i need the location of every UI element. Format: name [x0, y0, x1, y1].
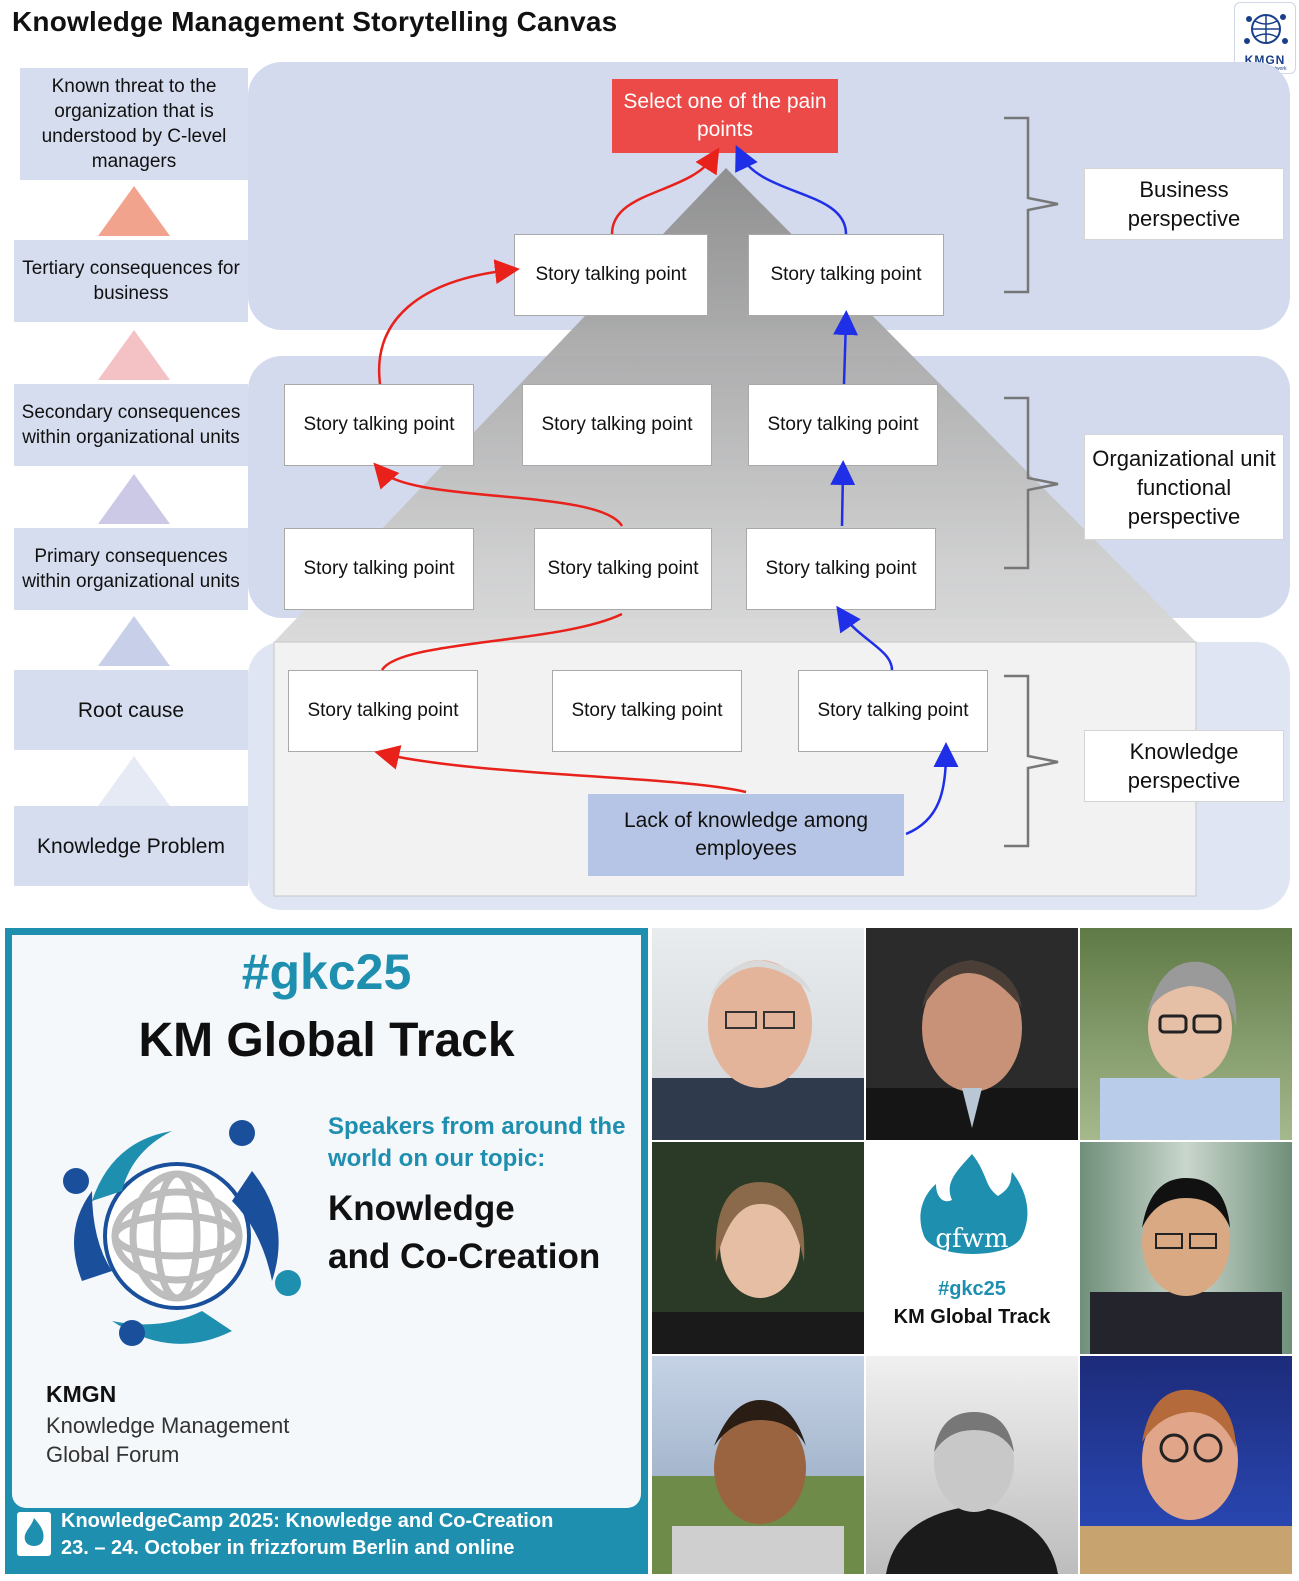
- speaker-photo: [1080, 928, 1292, 1140]
- speaker-photo: [1080, 1142, 1292, 1354]
- level-triangle: [98, 186, 170, 236]
- flame-icon: [24, 1518, 44, 1546]
- story-point: Story talking point: [284, 528, 474, 610]
- gfwm-logo-text: gfwm: [935, 1224, 1009, 1254]
- story-point: Story talking point: [522, 384, 712, 466]
- story-point: Story talking point: [748, 234, 944, 316]
- banner-panel: #gkc25 KM Global Track Speakers from aro…: [12, 935, 641, 1508]
- story-point: Story talking point: [552, 670, 742, 752]
- story-point: Story talking point: [798, 670, 988, 752]
- story-point: Story talking point: [514, 234, 708, 316]
- globe-icon: [1244, 14, 1288, 44]
- banner-org-short: KMGN: [46, 1381, 117, 1407]
- story-point: Story talking point: [284, 384, 474, 466]
- story-point: Story talking point: [534, 528, 712, 610]
- level-root-cause: Root cause: [14, 670, 248, 750]
- speaker-portrait: [1090, 1178, 1282, 1354]
- level-triangle: [98, 756, 170, 806]
- banner-track: KM Global Track: [138, 1014, 515, 1067]
- speaker-portrait: [652, 1400, 864, 1574]
- tile-track: KM Global Track: [893, 1306, 1051, 1328]
- banner-hashtag: #gkc25: [241, 944, 412, 1000]
- banner-topic-line2: and Co-Creation: [328, 1237, 601, 1276]
- banner-footer-line1: KnowledgeCamp 2025: Knowledge and Co-Cre…: [61, 1510, 554, 1532]
- banner-speakers-text: Speakers from around the world on our to…: [328, 1113, 626, 1172]
- speaker-photo: [866, 928, 1078, 1140]
- gfwm-tile: gfwm #gkc25 KM Global Track: [866, 1142, 1078, 1354]
- page-title: Knowledge Management Storytelling Canvas: [12, 6, 618, 37]
- speaker-photo: [1080, 1356, 1292, 1574]
- speaker-photo: [866, 1356, 1078, 1574]
- speaker-portrait: [1100, 961, 1280, 1140]
- level-primary: Primary consequences within organization…: [14, 528, 248, 610]
- kmgn-globe-logo: [63, 1120, 301, 1346]
- banner-footer-line2: 23. – 24. October in frizzforum Berlin a…: [61, 1537, 515, 1559]
- level-knowledge-problem: Knowledge Problem: [14, 806, 248, 886]
- knowledgecamp-logo: [17, 1512, 51, 1556]
- speaker-portrait: [652, 1182, 864, 1354]
- speaker-portrait: [652, 960, 864, 1140]
- level-known-threat: Known threat to the organization that is…: [20, 68, 248, 180]
- speaker-photo: [652, 1142, 864, 1354]
- level-triangle: [98, 474, 170, 524]
- level-triangle: [98, 616, 170, 666]
- speaker-portrait: [866, 960, 1078, 1140]
- perspective-organizational: Organizational unit functional perspecti…: [1084, 434, 1284, 540]
- gfwm-flame-logo: [920, 1154, 1028, 1254]
- perspective-business: Business perspective: [1084, 168, 1284, 240]
- speaker-photo: [652, 928, 864, 1140]
- speaker-photo: [652, 1356, 864, 1574]
- level-triangle: [98, 330, 170, 380]
- story-point: Story talking point: [288, 670, 478, 752]
- story-point: Story talking point: [746, 528, 936, 610]
- level-tertiary: Tertiary consequences for business: [14, 240, 248, 322]
- banner-org-line2: Global Forum: [46, 1442, 180, 1467]
- perspective-knowledge: Knowledge perspective: [1084, 730, 1284, 802]
- level-secondary: Secondary consequences within organizati…: [14, 384, 248, 466]
- banner-topic-line1: Knowledge: [328, 1189, 515, 1228]
- tile-hashtag: #gkc25: [938, 1278, 1006, 1300]
- story-path-arrows: [373, 116, 1059, 848]
- pain-points-box: Select one of the pain points: [612, 79, 838, 153]
- speaker-portrait: [1080, 1389, 1292, 1574]
- story-point: Story talking point: [748, 384, 938, 466]
- speaker-portrait: [886, 1412, 1058, 1574]
- lack-of-knowledge-box: Lack of knowledge among employees: [588, 794, 904, 876]
- gkc25-banner: #gkc25 KM Global Track Speakers from aro…: [5, 928, 648, 1574]
- banner-org-line1: Knowledge Management: [46, 1413, 290, 1438]
